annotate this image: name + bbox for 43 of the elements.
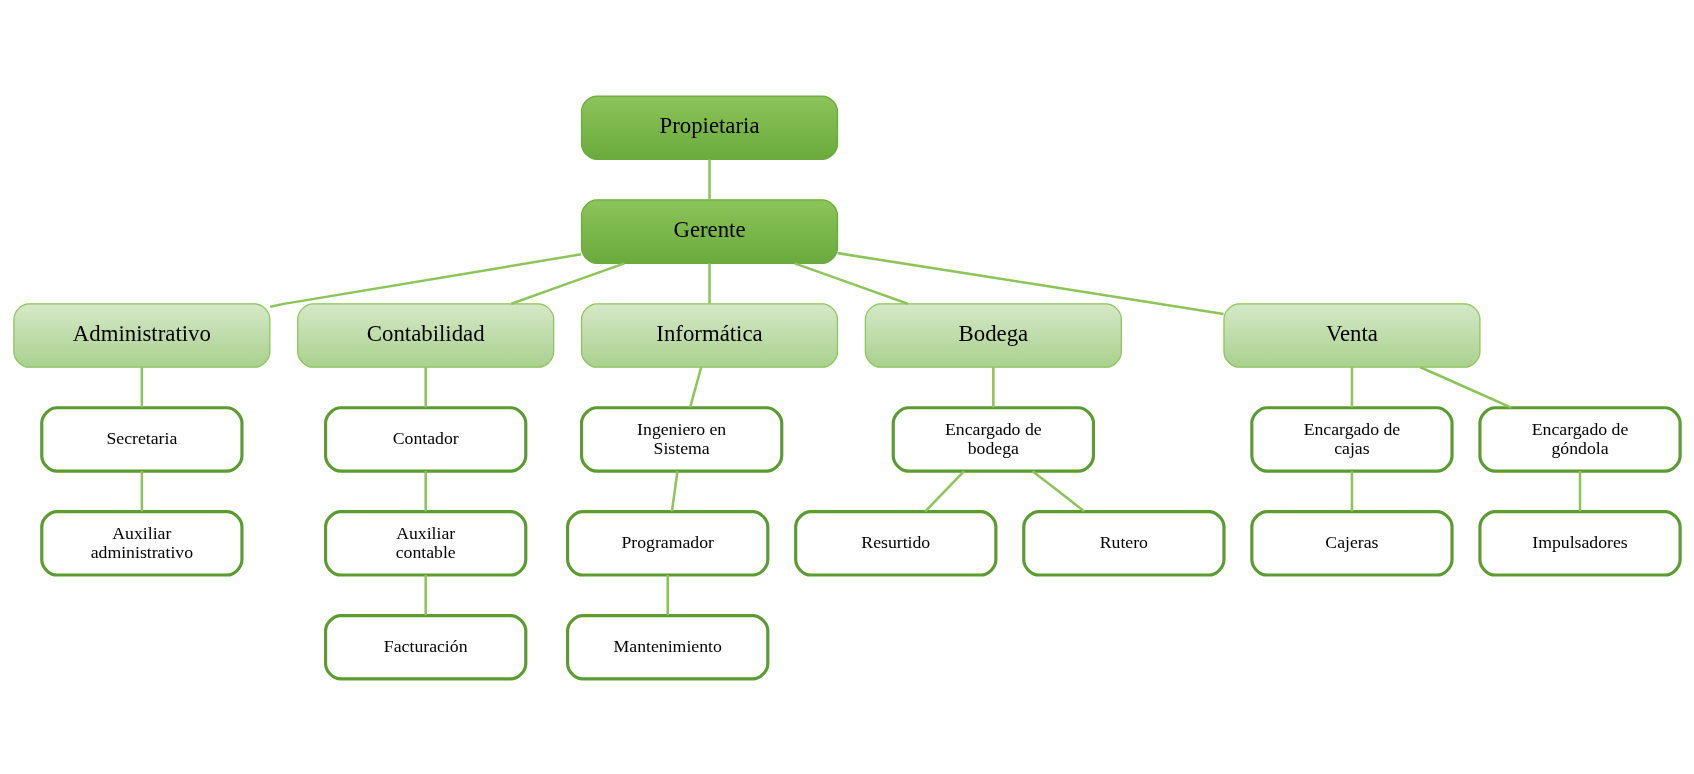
- node-box: Facturación: [324, 613, 528, 680]
- connector: [992, 366, 995, 407]
- node-box: Ingeniero en Sistema: [579, 405, 784, 473]
- connector: [1350, 366, 1354, 407]
- connector: [688, 366, 703, 408]
- node-box: Informática: [580, 302, 839, 368]
- node-box: Encargado de bodega: [891, 405, 1096, 473]
- node-box: Cajeras: [1250, 509, 1454, 577]
- connector: [424, 574, 427, 615]
- node-box: Resurtido: [794, 509, 998, 577]
- connector: [794, 261, 909, 305]
- node-box: Bodega: [864, 302, 1122, 368]
- node-box: Mantenimiento: [566, 613, 770, 680]
- connector: [924, 469, 965, 512]
- connector: [837, 251, 1224, 315]
- connector: [708, 262, 711, 304]
- node-box: Encargado de cajas: [1250, 405, 1454, 473]
- node-box: Auxiliar contable: [324, 509, 528, 577]
- node-box: Administrativo: [13, 302, 271, 368]
- node-box: Secretaria: [40, 405, 244, 473]
- node-box: Impulsadores: [1478, 509, 1682, 577]
- node-box: Programador: [566, 509, 770, 577]
- node-box: Encargado de góndola: [1478, 405, 1682, 473]
- node-box: Contabilidad: [297, 302, 555, 368]
- connector: [708, 158, 711, 200]
- connector: [510, 261, 625, 305]
- connector: [1031, 469, 1086, 512]
- connector: [269, 252, 582, 308]
- connector: [140, 366, 144, 407]
- connector: [1419, 365, 1512, 409]
- connector: [424, 470, 427, 511]
- connector: [670, 470, 679, 511]
- node-box: Auxiliar administrativo: [40, 509, 244, 577]
- connector: [140, 470, 144, 511]
- node-box: Propietaria: [580, 94, 839, 160]
- connector: [666, 574, 669, 615]
- node-box: Contador: [324, 405, 528, 473]
- connector: [424, 366, 427, 407]
- node-box: Gerente: [580, 198, 839, 264]
- connector: [1350, 470, 1354, 511]
- node-box: Rutero: [1022, 509, 1226, 577]
- node-box: Venta: [1223, 302, 1481, 368]
- connector: [1578, 470, 1582, 511]
